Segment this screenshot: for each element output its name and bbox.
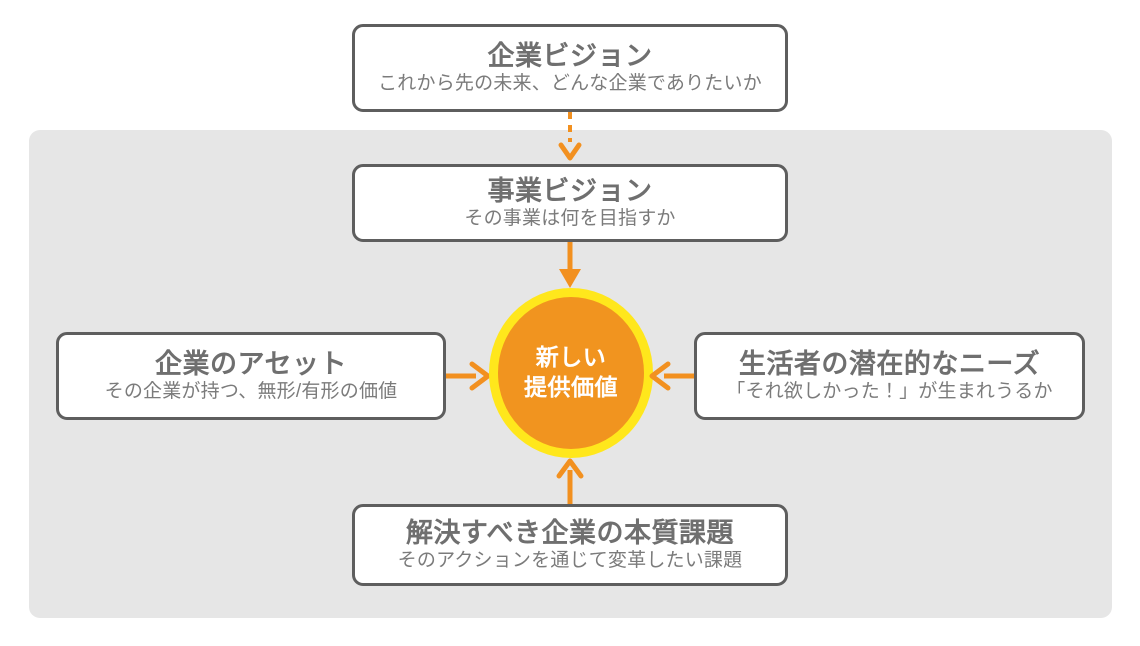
node-business-vision-title: 事業ビジョン [487, 176, 653, 206]
node-business-vision-subtitle: その事業は何を目指すか [464, 208, 676, 229]
node-consumer-latent-needs-title: 生活者の潜在的なニーズ [738, 349, 1041, 379]
node-corporate-vision: 企業ビジョン これから先の未来、どんな企業でありたいか [352, 24, 788, 112]
node-essential-issues: 解決すべき企業の本質課題 そのアクションを通じて変革したい課題 [352, 504, 788, 586]
node-essential-issues-subtitle: そのアクションを通じて変革したい課題 [397, 550, 743, 571]
node-business-vision: 事業ビジョン その事業は何を目指すか [352, 164, 788, 242]
hub-label-line-1: 新しい [535, 344, 607, 371]
node-corporate-vision-subtitle: これから先の未来、どんな企業でありたいか [378, 73, 762, 94]
node-corporate-assets-subtitle: その企業が持つ、無形/有形の価値 [104, 381, 398, 402]
arrow-needs-to-hub [648, 358, 694, 394]
node-consumer-latent-needs: 生活者の潜在的なニーズ 「それ欲しかった！」が生まれうるか [694, 332, 1085, 420]
arrow-corporate-vision-to-business-vision [554, 112, 586, 166]
node-essential-issues-title: 解決すべき企業の本質課題 [405, 518, 735, 548]
node-corporate-assets-title: 企業のアセット [155, 349, 347, 379]
hub-new-value-circle: 新しい 提供価値 [489, 288, 653, 458]
node-corporate-assets: 企業のアセット その企業が持つ、無形/有形の価値 [56, 332, 446, 420]
arrow-assets-to-hub [446, 358, 492, 394]
node-corporate-vision-title: 企業ビジョン [487, 41, 653, 71]
arrow-issues-to-hub [554, 456, 586, 506]
hub-label-line-2: 提供価値 [524, 374, 618, 400]
arrow-business-vision-to-hub [554, 242, 586, 290]
node-consumer-latent-needs-subtitle: 「それ欲しかった！」が生まれうるか [726, 381, 1053, 402]
